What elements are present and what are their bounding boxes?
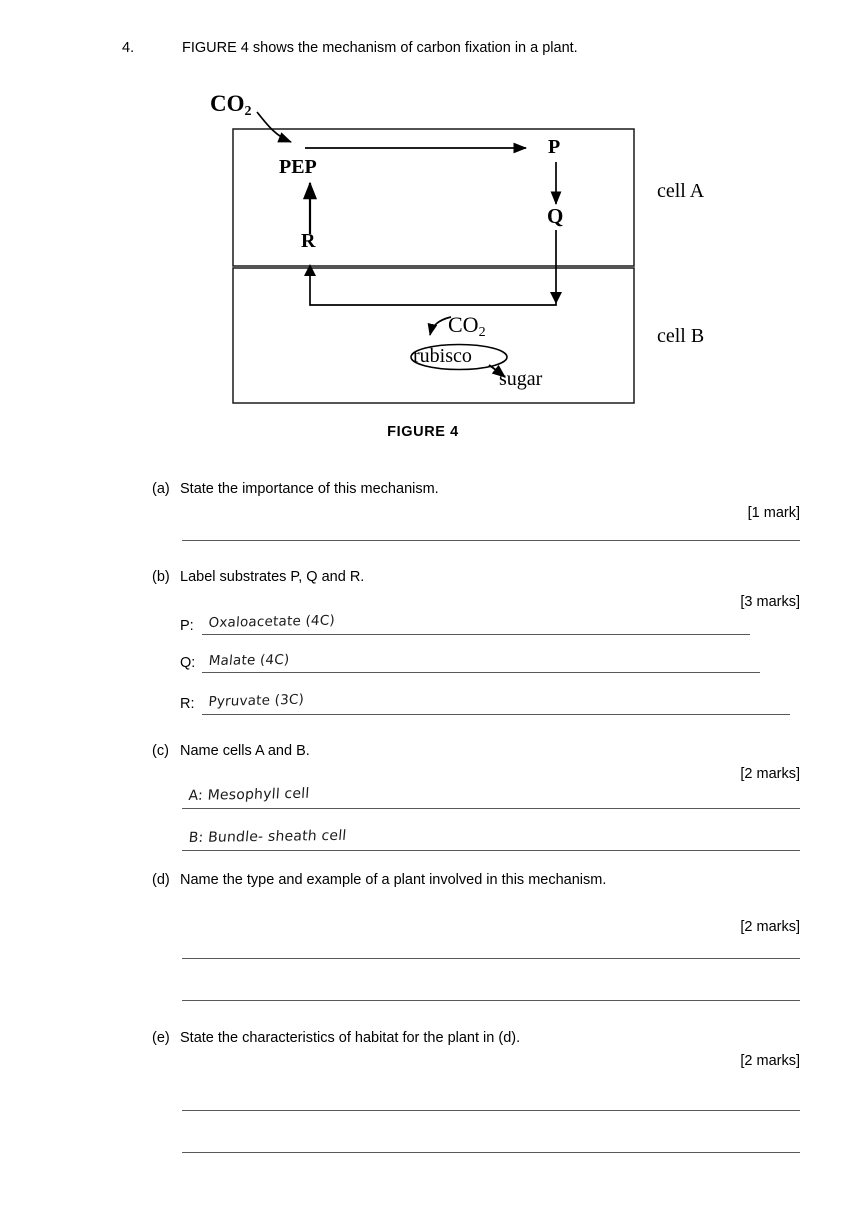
part-e-label: (e) <box>152 1030 170 1046</box>
p-label: P <box>548 136 561 158</box>
figure-caption: FIGURE 4 <box>387 424 459 440</box>
part-a-marks: [1 mark] <box>747 505 800 521</box>
cell-b-label: cell B <box>657 325 705 347</box>
r-up-arrowhead <box>304 264 316 276</box>
part-e-text: State the characteristics of habitat for… <box>180 1030 521 1046</box>
cell-a-label: cell A <box>657 180 705 202</box>
sugar-label: sugar <box>499 368 543 390</box>
part-c-answer-line-a[interactable] <box>182 808 800 809</box>
part-b-answer-line-p[interactable] <box>202 634 750 635</box>
part-c-text: Name cells A and B. <box>180 743 310 759</box>
part-d-answer-line-1[interactable] <box>182 958 800 959</box>
part-e-marks: [2 marks] <box>740 1053 800 1069</box>
part-d-marks: [2 marks] <box>740 919 800 935</box>
part-d-answer-line-2[interactable] <box>182 1000 800 1001</box>
co2-top-label: CO2 <box>210 91 252 119</box>
substrate-p-answer: Oxaloacetate (4C) <box>208 612 336 631</box>
part-e-answer-line-2[interactable] <box>182 1152 800 1153</box>
part-b-marks: [3 marks] <box>740 594 800 610</box>
part-d-label: (d) <box>152 872 170 888</box>
rubisco-to-sugar-arrow <box>488 364 506 378</box>
r-label: R <box>301 230 316 252</box>
part-a-label: (a) <box>152 481 170 497</box>
q-label: Q <box>547 204 564 228</box>
question-number: 4. <box>122 40 135 56</box>
question-stem: FIGURE 4 shows the mechanism of carbon f… <box>182 40 578 56</box>
substrate-q-answer: Malate (4C) <box>208 651 291 669</box>
part-a-text: State the importance of this mechanism. <box>180 481 439 497</box>
part-c-answer-line-b[interactable] <box>182 850 800 851</box>
part-c-label: (c) <box>152 743 169 759</box>
part-c-marks: [2 marks] <box>740 766 800 782</box>
part-d-text: Name the type and example of a plant inv… <box>180 872 607 888</box>
co2-bottom-label: CO2 <box>448 312 486 340</box>
substrate-p-label: P: <box>180 618 194 634</box>
co2-to-rubisco-arrow <box>427 316 452 336</box>
substrate-r-label: R: <box>180 696 195 712</box>
part-a-answer-line[interactable] <box>182 540 800 541</box>
part-b-label: (b) <box>152 569 170 585</box>
cell-a-box <box>232 128 635 267</box>
pep-label: PEP <box>279 156 317 178</box>
cell-b-box <box>232 267 635 404</box>
co2-to-pep-arrow <box>256 111 292 143</box>
substrate-r-answer: Pyruvate (3C) <box>208 691 305 710</box>
figure-diagram: CO2 PEP P Q R cell A cell B CO2 rubisco … <box>0 80 846 410</box>
part-b-text: Label substrates P, Q and R. <box>180 569 365 585</box>
q-to-r-path <box>309 230 557 306</box>
part-e-answer-line-1[interactable] <box>182 1110 800 1111</box>
part-b-answer-line-r[interactable] <box>202 714 790 715</box>
cell-a-answer: A: Mesophyll cell <box>188 785 310 804</box>
cell-b-answer: B: Bundle- sheath cell <box>188 827 348 846</box>
substrate-q-label: Q: <box>180 655 196 671</box>
rubisco-ellipse <box>410 343 508 371</box>
q-down-arrowhead <box>550 292 562 304</box>
rubisco-label: rubisco <box>413 345 472 367</box>
part-b-answer-line-q[interactable] <box>202 672 760 673</box>
